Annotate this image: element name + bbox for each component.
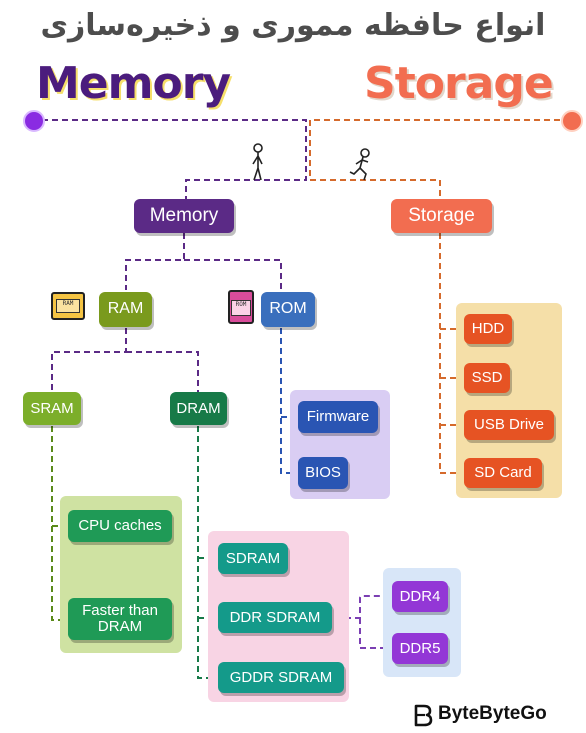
sd-card-node: SD Card [464, 458, 542, 488]
usb-drive-node: USB Drive [464, 410, 554, 440]
ddr5-node: DDR5 [392, 633, 448, 664]
standing-figure-icon [252, 143, 263, 181]
brand-name: ByteByteGo [438, 703, 547, 724]
ram-chip-icon: RAM [51, 292, 85, 320]
storage-endpoint-dot [561, 110, 583, 132]
storage-node: Storage [391, 199, 492, 233]
sram-node: SRAM [23, 392, 81, 425]
ram-node: RAM [99, 292, 152, 327]
storage-heading: Storage [364, 58, 554, 109]
rom-chip-icon: ROM [228, 290, 254, 324]
ssd-node: SSD [464, 363, 510, 393]
ddr4-node: DDR4 [392, 581, 448, 612]
ram-chip-label: RAM [56, 299, 80, 313]
running-figure-icon [349, 148, 370, 181]
sdram-node: SDRAM [218, 543, 288, 574]
firmware-node: Firmware [298, 401, 378, 433]
page-title: انواع حافظه مموری و ذخیره‌سازی [40, 8, 546, 43]
memory-node: Memory [134, 199, 234, 233]
cpu-caches-node: CPU caches [68, 510, 172, 542]
hdd-node: HDD [464, 314, 512, 344]
dram-node: DRAM [170, 392, 227, 425]
gddr-sdram-node: GDDR SDRAM [218, 662, 344, 693]
memory-endpoint-dot [23, 110, 45, 132]
rom-chip-label: ROM [231, 300, 251, 316]
bytebytego-logo-icon [414, 704, 433, 727]
rom-node: ROM [261, 292, 315, 327]
faster-than-dram-node: Faster than DRAM [68, 598, 172, 640]
ddr-sdram-node: DDR SDRAM [218, 602, 332, 633]
bios-node: BIOS [298, 457, 348, 489]
memory-heading: Memory [36, 58, 231, 109]
